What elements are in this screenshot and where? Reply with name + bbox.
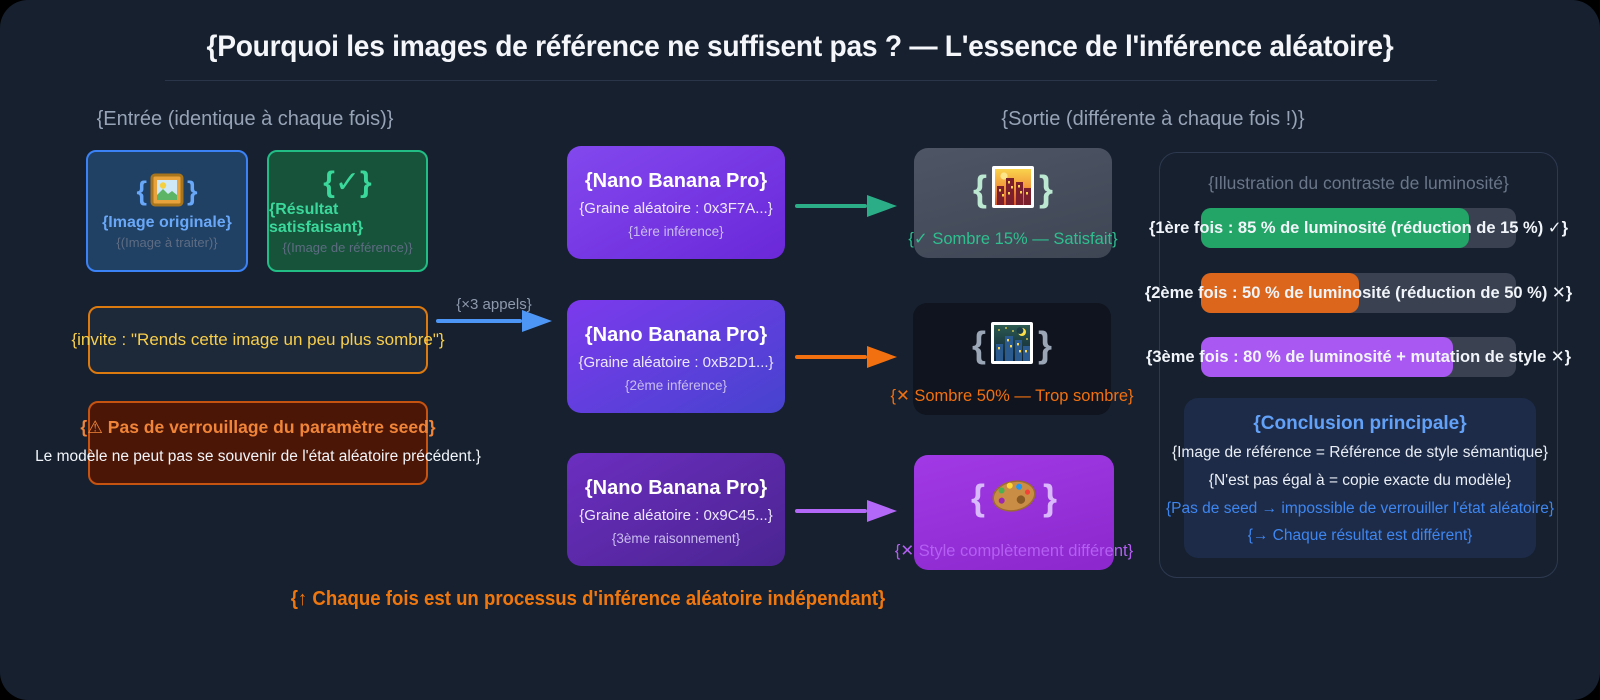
output-label: {✕ Style complètement différent} bbox=[894, 542, 1134, 560]
brace-open: { bbox=[970, 477, 985, 518]
prompt-box: {invite : "Rends cette image un peu plus… bbox=[71, 306, 445, 374]
palette-icon bbox=[990, 478, 1038, 518]
original-image-card: { } {Image originale} {(Image à traiter)… bbox=[86, 150, 248, 272]
bar-label: {2ème fois : 50 % de luminosité (réducti… bbox=[1144, 284, 1573, 302]
model-node-1: {Nano Banana Pro} {Graine aléatoire : 0x… bbox=[567, 146, 785, 259]
brace-close: } bbox=[1039, 167, 1054, 209]
output-card-1: { bbox=[908, 148, 1118, 258]
bar-label: {1ère fois : 85 % de luminosité (réducti… bbox=[1148, 219, 1569, 237]
luminosity-bar-1: {1ère fois : 85 % de luminosité (réducti… bbox=[1149, 208, 1568, 248]
conclusion-line: {Pas de seed → impossible de verrouiller… bbox=[1165, 500, 1555, 517]
inference-arrow-head-1 bbox=[867, 195, 897, 217]
inference-arrow-head-3 bbox=[867, 500, 897, 522]
prompt-text: {invite : "Rends cette image un peu plus… bbox=[71, 330, 445, 349]
model-title: {Nano Banana Pro} bbox=[584, 477, 768, 499]
model-seed: {Graine aléatoire : 0xB2D1...} bbox=[578, 354, 774, 371]
cityscape-dusk-icon bbox=[992, 165, 1034, 212]
reference-result-card: {✓} {Résultat satisfaisant} {(Image de r… bbox=[267, 150, 428, 272]
night-city-icon bbox=[991, 321, 1033, 368]
conclusion-line: {→ Chaque résultat est différent} bbox=[1247, 527, 1473, 544]
output-icon-row: { bbox=[973, 148, 1053, 229]
input-section-header: {Entrée (identique à chaque fois)} bbox=[96, 108, 394, 130]
original-image-sublabel: {(Image à traiter)} bbox=[116, 234, 218, 250]
framed-picture-icon bbox=[150, 173, 184, 211]
bar-fill bbox=[1201, 208, 1469, 248]
model-seed: {Graine aléatoire : 0x9C45...} bbox=[579, 507, 773, 524]
output-icon-row: { bbox=[972, 303, 1052, 386]
output-icon-row: { } bbox=[971, 455, 1057, 541]
conclusion-line: {N'est pas égal à = copie exacte du modè… bbox=[1208, 472, 1512, 489]
reference-result-sublabel: {(Image de référence)} bbox=[282, 239, 413, 255]
output-card-2: { bbox=[890, 303, 1134, 415]
bar-fill bbox=[1201, 337, 1453, 377]
model-seed: {Graine aléatoire : 0x3F7A...} bbox=[579, 200, 773, 217]
seed-warning-box: {⚠ Pas de verrouillage du paramètre seed… bbox=[35, 401, 481, 485]
conclusion-line: {Image de référence = Référence de style… bbox=[1171, 444, 1549, 461]
seed-warning-body: Le modèle ne peut pas se souvenir de l'é… bbox=[35, 448, 481, 465]
footer-note: {↑ Chaque fois est un processus d'infére… bbox=[290, 588, 886, 610]
model-title: {Nano Banana Pro} bbox=[584, 324, 768, 346]
reference-result-label: {Résultat satisfaisant} bbox=[269, 200, 364, 236]
page-title: {Pourquoi les images de référence ne suf… bbox=[206, 30, 1394, 63]
bar-fill bbox=[1201, 273, 1359, 313]
bar-label: {3ème fois : 80 % de luminosité + mutati… bbox=[1145, 348, 1572, 366]
inference-arrow-line-3 bbox=[795, 509, 867, 513]
output-label: {✓ Sombre 15% — Satisfait} bbox=[908, 230, 1118, 248]
model-run-label: {1ère inférence} bbox=[628, 224, 724, 239]
check-icon: {✓} bbox=[323, 165, 372, 199]
luminosity-bar-3: {3ème fois : 80 % de luminosité + mutati… bbox=[1146, 337, 1571, 377]
seed-warning-title: {⚠ Pas de verrouillage du paramètre seed… bbox=[80, 417, 436, 437]
brace-close: } bbox=[1043, 477, 1058, 518]
brace-open: { bbox=[972, 167, 987, 209]
original-image-label: {Image originale} bbox=[102, 213, 232, 231]
output-section-header: {Sortie (différente à chaque fois !)} bbox=[1001, 108, 1305, 130]
prompt-arrow-line bbox=[436, 319, 522, 323]
output-label: {✕ Sombre 50% — Trop sombre} bbox=[890, 387, 1134, 405]
calls-count-label: {×3 appels} bbox=[456, 296, 532, 313]
brace-close: } bbox=[187, 176, 198, 206]
inference-arrow-line-2 bbox=[795, 355, 867, 359]
original-image-icon-row: { } bbox=[136, 173, 198, 211]
inference-arrow-head-2 bbox=[867, 346, 897, 368]
output-card-3: { } {✕ Style complètement différent} bbox=[895, 455, 1133, 570]
luminosity-panel-header: {Illustration du contraste de luminosité… bbox=[1208, 173, 1509, 193]
model-node-2: {Nano Banana Pro} {Graine aléatoire : 0x… bbox=[567, 300, 785, 413]
prompt-arrow-head bbox=[522, 310, 552, 332]
model-node-3: {Nano Banana Pro} {Graine aléatoire : 0x… bbox=[567, 453, 785, 566]
inference-arrow-line-1 bbox=[795, 204, 867, 208]
luminosity-bar-2: {2ème fois : 50 % de luminosité (réducti… bbox=[1145, 273, 1572, 313]
model-run-label: {2ème inférence} bbox=[624, 378, 728, 393]
brace-close: } bbox=[1038, 323, 1053, 365]
conclusion-box: {Conclusion principale} {Image de référe… bbox=[1166, 398, 1554, 558]
brace-open: { bbox=[136, 176, 147, 206]
luminosity-panel: {Illustration du contraste de luminosité… bbox=[1145, 152, 1572, 578]
title-divider bbox=[165, 80, 1437, 81]
brace-open: { bbox=[971, 323, 986, 365]
conclusion-title: {Conclusion principale} bbox=[1253, 413, 1467, 434]
model-run-label: {3ème raisonnement} bbox=[611, 531, 741, 546]
model-title: {Nano Banana Pro} bbox=[584, 170, 768, 192]
